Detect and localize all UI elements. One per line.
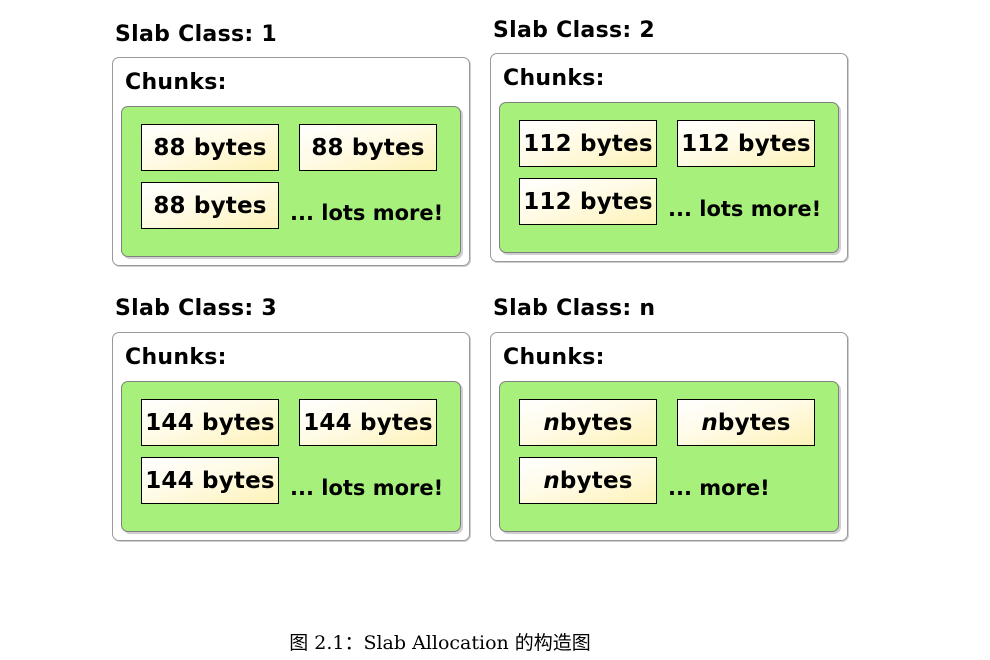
slab-class-title: Slab Class: 2	[493, 18, 656, 43]
more-chunks-text: ... more!	[668, 476, 770, 500]
slab-class-box: Chunks: 144 bytes 144 bytes 144 bytes ..…	[112, 332, 470, 541]
chunk: 112 bytes	[677, 120, 815, 167]
chunk: 88 bytes	[141, 124, 279, 171]
more-chunks-text: ... lots more!	[290, 476, 444, 500]
chunk-area: n bytes n bytes n bytes ... more!	[499, 381, 839, 532]
chunk: 88 bytes	[299, 124, 437, 171]
slab-class-title: Slab Class: 1	[115, 22, 278, 47]
chunks-label: Chunks:	[125, 70, 227, 95]
chunk: n bytes	[677, 399, 815, 446]
chunks-label: Chunks:	[503, 66, 605, 91]
chunk: 112 bytes	[519, 120, 657, 167]
slab-class-title: Slab Class: n	[493, 296, 656, 321]
chunks-label: Chunks:	[503, 345, 605, 370]
more-chunks-text: ... lots more!	[668, 197, 822, 221]
slab-class-box: Chunks: n bytes n bytes n bytes ... more…	[490, 332, 848, 541]
chunk-area: 112 bytes 112 bytes 112 bytes ... lots m…	[499, 102, 839, 253]
chunk: n bytes	[519, 399, 657, 446]
chunk-area: 144 bytes 144 bytes 144 bytes ... lots m…	[121, 381, 461, 532]
slab-class-title: Slab Class: 3	[115, 296, 278, 321]
chunk: 144 bytes	[141, 457, 279, 504]
figure-caption: 图 2.1：Slab Allocation 的构造图	[0, 628, 990, 655]
chunk: 112 bytes	[519, 178, 657, 225]
chunk: 144 bytes	[141, 399, 279, 446]
slab-class-box: Chunks: 112 bytes 112 bytes 112 bytes ..…	[490, 53, 848, 262]
chunk: 88 bytes	[141, 182, 279, 229]
chunk: 144 bytes	[299, 399, 437, 446]
chunk: n bytes	[519, 457, 657, 504]
slab-class-box: Chunks: 88 bytes 88 bytes 88 bytes ... l…	[112, 57, 470, 266]
more-chunks-text: ... lots more!	[290, 201, 444, 225]
chunks-label: Chunks:	[125, 345, 227, 370]
chunk-area: 88 bytes 88 bytes 88 bytes ... lots more…	[121, 106, 461, 257]
figure-caption-text: 图 2.1：Slab Allocation 的构造图	[289, 632, 591, 654]
